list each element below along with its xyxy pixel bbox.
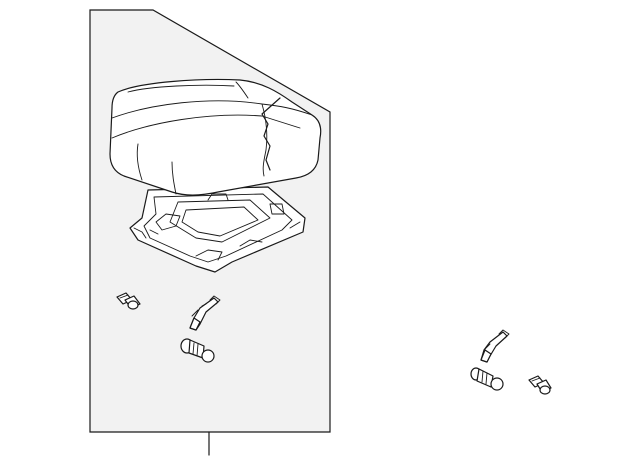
loose-stud-bolt [470,367,504,391]
stud-bolt [180,338,215,363]
loose-bolt [528,375,552,395]
bolt [116,292,141,310]
loose-hinge-bracket [480,329,510,363]
hinge-bracket [189,295,221,331]
lid-base-frame [129,186,306,273]
console-lid-cushion [109,78,322,196]
